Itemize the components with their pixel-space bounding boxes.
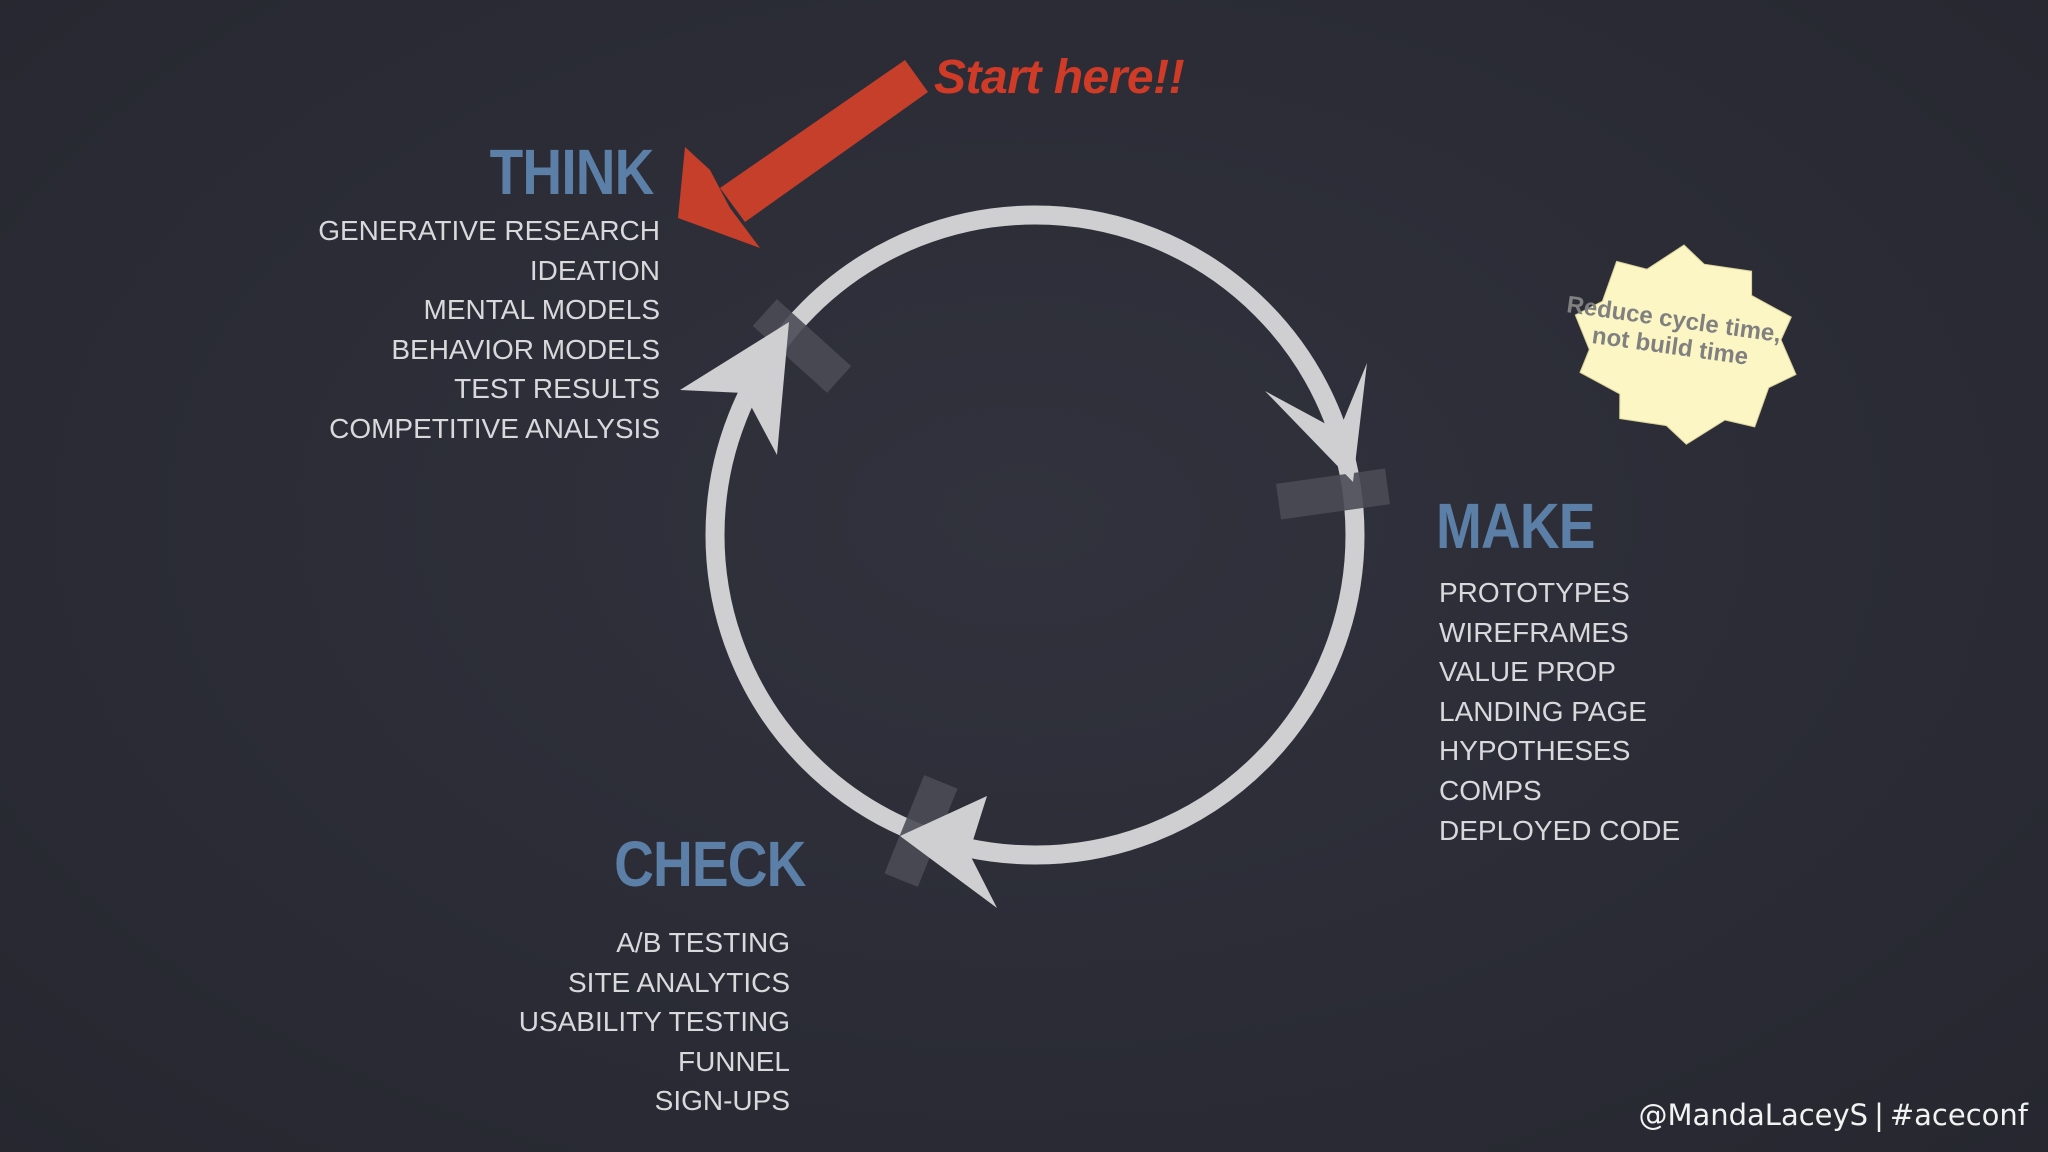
- make-item: DEPLOYED CODE: [1439, 814, 1681, 846]
- make-item: WIREFRAMES: [1439, 616, 1629, 648]
- make-heading: MAKE: [1436, 490, 1595, 562]
- check-item: FUNNEL: [677, 1045, 790, 1077]
- think-list: GENERATIVE RESEARCH IDEATION MENTAL MODE…: [318, 211, 660, 449]
- make-list: PROTOTYPES WIREFRAMES VALUE PROP LANDING…: [1439, 573, 1680, 850]
- think-item: GENERATIVE RESEARCH: [318, 215, 660, 246]
- cycle-arrow-icon: [680, 322, 789, 455]
- make-item: COMPS: [1439, 774, 1542, 806]
- cycle-arrow-icon: [900, 796, 997, 908]
- make-item: LANDING PAGE: [1439, 695, 1647, 727]
- check-list: A/B TESTING SITE ANALYTICS USABILITY TES…: [519, 923, 790, 1121]
- think-item: TEST RESULTS: [454, 373, 660, 405]
- cycle-ring: [705, 205, 1365, 865]
- make-item: HYPOTHESES: [1439, 735, 1631, 767]
- think-item: COMPETITIVE ANALYSIS: [329, 412, 660, 444]
- start-here-callout: Start here!!: [934, 51, 1185, 104]
- make-item: VALUE PROP: [1439, 656, 1616, 688]
- check-item: A/B TESTING: [616, 927, 790, 958]
- twitter-handle: @MandaLaceyS: [1638, 1098, 1869, 1132]
- think-item: IDEATION: [529, 254, 660, 286]
- cycle-arrow-icon: [1265, 363, 1367, 482]
- tape-make: [1276, 468, 1390, 520]
- check-item: USABILITY TESTING: [518, 1006, 790, 1038]
- think-item: MENTAL MODELS: [423, 294, 660, 326]
- check-item: SITE ANALYTICS: [568, 966, 790, 998]
- starburst-badge-icon: [1574, 244, 1797, 445]
- think-item: BEHAVIOR MODELS: [391, 333, 660, 365]
- check-heading: CHECK: [614, 828, 807, 900]
- conference-hashtag: #aceconf: [1889, 1098, 2028, 1132]
- tape-think: [752, 299, 852, 393]
- make-item: PROTOTYPES: [1439, 577, 1630, 608]
- start-arrow-icon: [678, 60, 928, 248]
- check-item: SIGN-UPS: [654, 1085, 790, 1117]
- footer-separator: |: [1874, 1098, 1884, 1132]
- think-heading: THINK: [490, 136, 655, 208]
- footer-credit: @MandaLaceyS|#aceconf: [1638, 1098, 2028, 1132]
